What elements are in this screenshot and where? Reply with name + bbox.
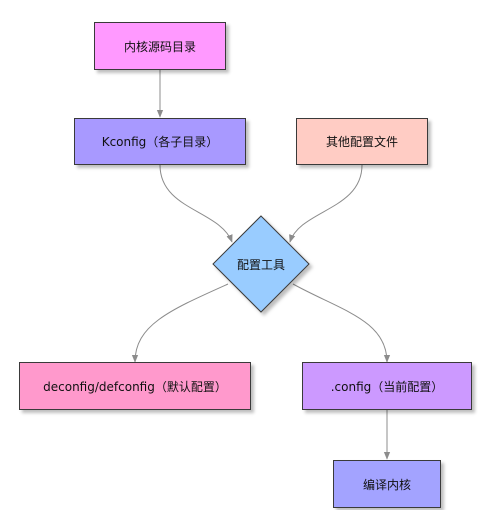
build-kernel-label: 编译内核 — [362, 477, 411, 492]
kconfig-node: Kconfig（各子目录） — [74, 118, 246, 165]
build-kernel-node: 编译内核 — [333, 460, 441, 508]
defconfig-label: deconfig/defconfig（默认配置） — [43, 379, 227, 394]
dot-config-node: .config（当前配置） — [302, 362, 472, 410]
kernel-source-label: 内核源码目录 — [123, 39, 196, 54]
config-tool-diamond — [212, 215, 310, 313]
config-tool-label: 配置工具 — [236, 257, 285, 272]
edge-config-tool-to-dot-config — [292, 283, 391, 363]
edge-config-tool-to-defconfig — [131, 283, 229, 363]
kernel-source-node: 内核源码目录 — [94, 22, 226, 70]
kconfig-label: Kconfig（各子目录） — [101, 135, 219, 149]
defconfig-node: deconfig/defconfig（默认配置） — [19, 362, 251, 410]
dot-config-label: .config（当前配置） — [330, 379, 444, 394]
edge-other-config-to-config-tool — [289, 164, 363, 243]
edge-kconfig-to-config-tool — [159, 164, 233, 243]
other-config-label: 其他配置文件 — [325, 135, 398, 149]
other-config-node: 其他配置文件 — [296, 118, 428, 165]
